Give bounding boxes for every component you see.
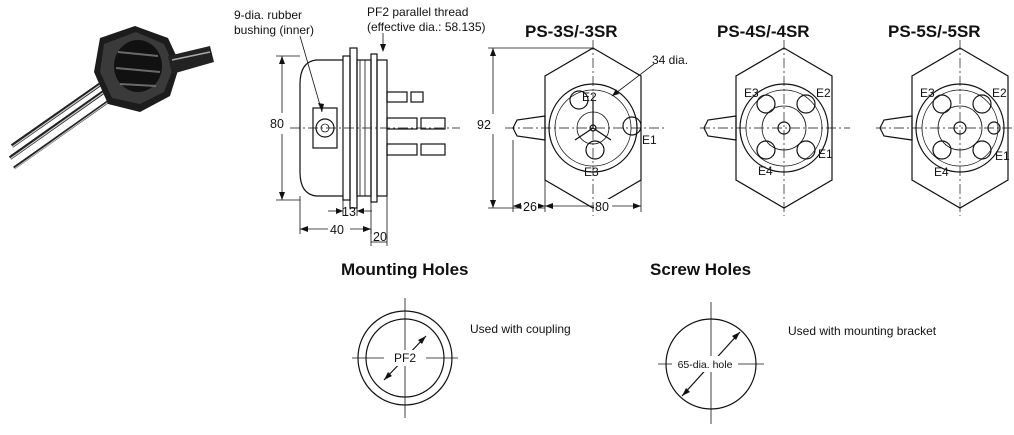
rubber-bushing-note-line2: bushing (inner)	[234, 23, 314, 37]
ps3-dim-26: 26	[523, 200, 537, 214]
dim-40: 40	[330, 223, 344, 237]
ps3-dim-80: 80	[595, 200, 609, 214]
ps5-e4: E4	[934, 165, 949, 179]
pf2-thread-note-line1: PF2 parallel thread	[367, 5, 468, 19]
screw-holes-title: Screw Holes	[650, 260, 751, 279]
ps4-e3: E3	[744, 86, 759, 100]
ps5-front-view: PS-5S/-5SR E3 E2 E1 E4	[876, 22, 1012, 216]
side-view-drawing: 9-dia. rubber bushing (inner) PF2 parall…	[234, 5, 486, 246]
ps4-e1: E1	[818, 147, 833, 161]
mounting-holes-label: PF2	[394, 351, 416, 365]
ps3-e1: E1	[642, 133, 657, 147]
ps3-title: PS-3S/-3SR	[525, 22, 618, 41]
ps5-title: PS-5S/-5SR	[888, 22, 981, 41]
pf2-thread-note-line2: (effective dia.: 58.135)	[367, 20, 486, 34]
mounting-holes-note: Used with coupling	[470, 322, 571, 336]
ps4-e4: E4	[758, 164, 773, 178]
ps3-note-34dia: 34 dia.	[652, 53, 688, 67]
ps3-dim-92: 92	[477, 118, 491, 132]
ps3-front-view: PS-3S/-3SR E2 E1 E3 34 dia. 92	[477, 22, 688, 216]
mounting-holes-title: Mounting Holes	[341, 260, 468, 279]
ps5-e2: E2	[992, 86, 1007, 100]
ps3-e2: E2	[582, 90, 597, 104]
dim-13: 13	[342, 205, 356, 219]
screw-holes-label: 65-dia. hole	[678, 359, 733, 371]
screw-holes-note: Used with mounting bracket	[788, 324, 937, 338]
mounting-holes-drawing: Mounting Holes PF2 Used with coupling	[341, 260, 571, 418]
dim-20: 20	[373, 230, 387, 244]
rubber-bushing-note-line1: 9-dia. rubber	[234, 8, 302, 22]
ps5-e1: E1	[995, 149, 1010, 163]
product-photo	[8, 26, 214, 170]
ps4-e2: E2	[816, 86, 831, 100]
ps4-front-view: PS-4S/-4SR E3 E2 E1 E4	[700, 22, 850, 216]
ps4-title: PS-4S/-4SR	[717, 22, 810, 41]
dim-height-80: 80	[270, 117, 284, 131]
screw-holes-drawing: Screw Holes 65-dia. hole Used with mount…	[650, 260, 937, 424]
ps3-e3: E3	[584, 165, 599, 179]
ps5-e3: E3	[920, 86, 935, 100]
